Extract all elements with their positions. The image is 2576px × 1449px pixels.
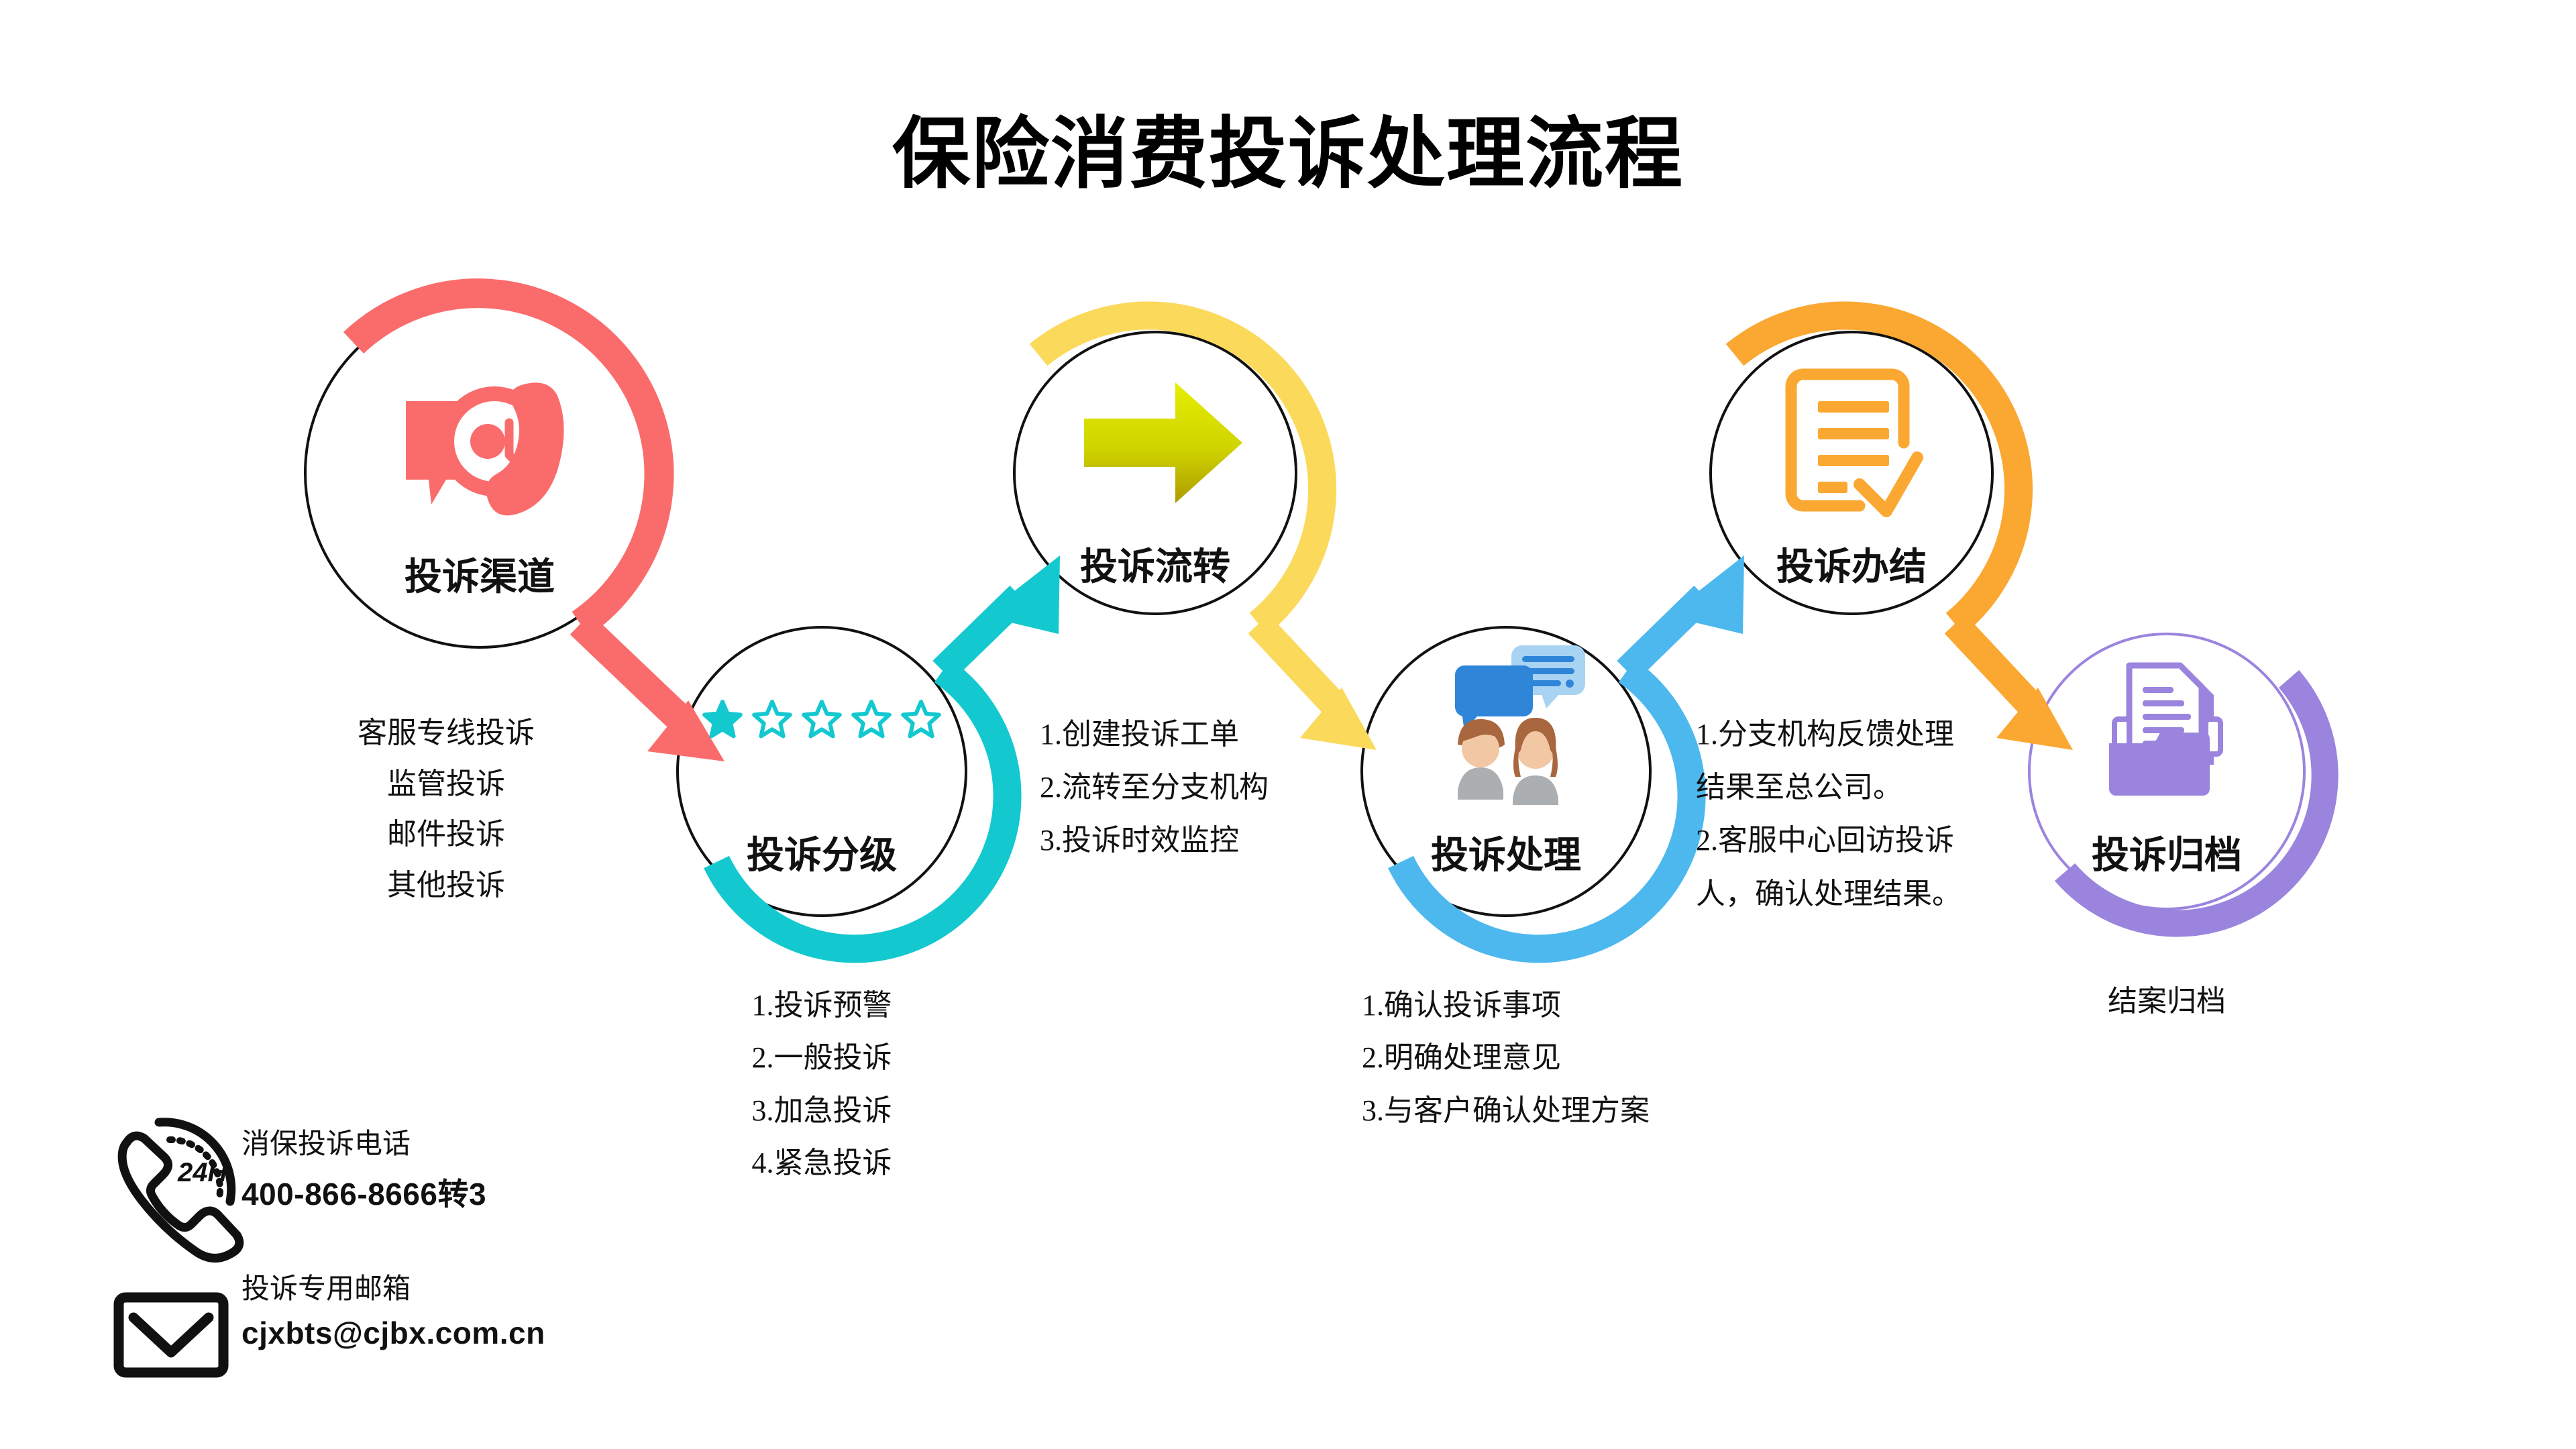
at-sign-phone-chat-icon [406, 382, 564, 516]
phone-24h-icon: 24H [117, 1118, 244, 1263]
envelope-icon-slot [121, 1258, 221, 1358]
right-arrow-icon [1084, 382, 1242, 503]
step-6-detail-item: 结案归档 [2108, 985, 2226, 1018]
step-5-details: 1.分支机构反馈处理结果至总公司。 2.客服中心回访投诉人，确认处理结果。 [1696, 708, 1971, 920]
step-1-detail-item: 其他投诉 [387, 869, 505, 902]
step-4-details: 1.确认投诉事项 2.明确处理意见 3.与客户确认处理方案 [1362, 979, 1737, 1137]
contact-email-text: 投诉专用邮箱 cjxbts@cjbx.com.cn [241, 1266, 545, 1351]
step-4-detail-item: 3.与客户确认处理方案 [1362, 1093, 1650, 1127]
phone-24h-icon-slot [121, 1117, 221, 1218]
step-2-details: 1.投诉预警 2.一般投诉 3.加急投诉 4.紧急投诉 [688, 979, 956, 1189]
step-3-detail-item: 3.投诉时效监控 [1040, 824, 1239, 857]
step-3-label: 投诉流转 [1080, 545, 1230, 588]
svg-text:24H: 24H [177, 1158, 227, 1187]
document-check-icon [1785, 368, 1923, 517]
contact-phone-title: 消保投诉电话 [241, 1127, 411, 1159]
step-2-detail-item: 1.投诉预警 [751, 989, 892, 1022]
step-6-outline-circle [2028, 633, 2306, 910]
step-1-detail-item: 邮件投诉 [387, 818, 505, 851]
step-2-detail-item: 2.一般投诉 [751, 1041, 892, 1075]
step-5-detail-item: 2.客服中心回访投诉人，确认处理结果。 [1696, 824, 1962, 910]
step-3-to-4-arrowhead [1300, 688, 1377, 750]
step-5-outline-circle [1709, 331, 1994, 615]
step-4-detail-item: 1.确认投诉事项 [1362, 989, 1561, 1022]
contact-email: 投诉专用邮箱 cjxbts@cjbx.com.cn [121, 1258, 545, 1358]
step-4-to-5-arrowhead [1667, 555, 1744, 634]
step-3-detail-item: 2.流转至分支机构 [1040, 771, 1269, 804]
step-2-outline-circle [676, 626, 967, 917]
step-6-details: 结案归档 [2033, 976, 2301, 1027]
star-filled [702, 700, 743, 739]
star-rating-icon [702, 700, 941, 739]
contact-email-title: 投诉专用邮箱 [241, 1272, 411, 1304]
star-empty [901, 700, 941, 739]
contact-phone: 消保投诉电话 400-866-8666转3 [121, 1117, 486, 1218]
step-4-label: 投诉处理 [1431, 834, 1581, 876]
step-4-detail-item: 2.明确处理意见 [1362, 1041, 1561, 1075]
step-3-accent-arc [1029, 301, 1377, 750]
step-1-accent-arc [343, 278, 724, 761]
step-3-detail-item: 1.创建投诉工单 [1040, 718, 1239, 751]
step-1-detail-item: 监管投诉 [387, 767, 505, 800]
star-empty [752, 700, 792, 739]
step-5-detail-item: 1.分支机构反馈处理结果至总公司。 [1696, 718, 1954, 804]
step-5-accent-arc [1725, 301, 2073, 750]
step-2-to-3-arrowhead [983, 555, 1060, 634]
two-people-chat-icon [1455, 645, 1585, 805]
step-1-detail-item: 客服专线投诉 [358, 716, 535, 749]
step-2-accent-arc [704, 555, 1060, 963]
contact-phone-text: 消保投诉电话 400-866-8666转3 [241, 1121, 486, 1214]
star-empty [851, 700, 892, 739]
page-title: 保险消费投诉处理流程 [892, 110, 1684, 197]
envelope-icon [113, 1292, 229, 1378]
step-1-details: 客服专线投诉 监管投诉 邮件投诉 其他投诉 [312, 708, 580, 911]
step-5-to-6-arrowhead [1996, 688, 2073, 750]
step-4-accent-arc [1388, 555, 1744, 963]
step-2-detail-item: 4.紧急投诉 [751, 1146, 892, 1179]
step-4-outline-circle [1360, 626, 1652, 917]
star-empty [802, 700, 842, 739]
step-2-label: 投诉分级 [747, 834, 897, 876]
step-6-accent-arc [2054, 669, 2339, 937]
step-5-label: 投诉办结 [1776, 545, 1927, 588]
archive-folder-icon [2109, 662, 2223, 796]
step-3-details: 1.创建投诉工单 2.流转至分支机构 3.投诉时效监控 [1040, 708, 1389, 867]
step-1-to-2-arrowhead [647, 700, 724, 761]
step-1-label: 投诉渠道 [405, 555, 555, 598]
step-3-outline-circle [1013, 331, 1297, 615]
step-2-detail-item: 3.加急投诉 [751, 1093, 892, 1127]
contact-email-value: cjxbts@cjbx.com.cn [241, 1315, 545, 1350]
contact-phone-value: 400-866-8666转3 [241, 1176, 487, 1212]
step-6-label: 投诉归档 [2092, 834, 2242, 876]
